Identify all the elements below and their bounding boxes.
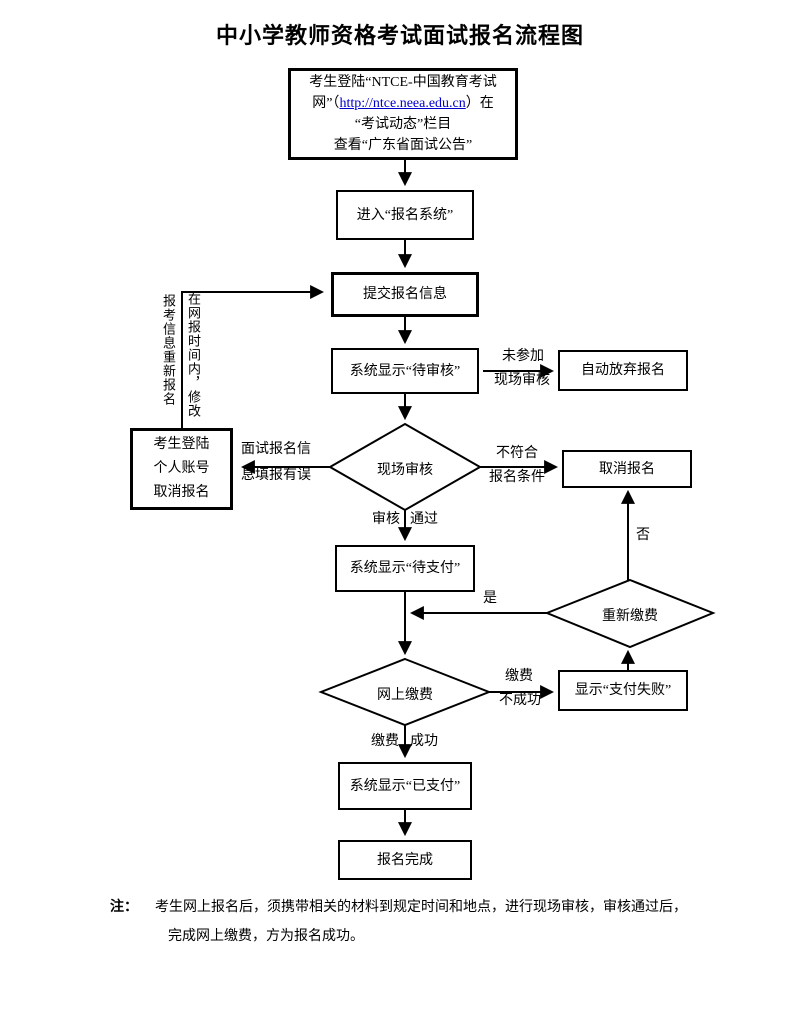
edge-label-info-error-2: 息填报有误: [241, 468, 311, 483]
ntce-link[interactable]: http://ntce.neea.edu.cn: [339, 96, 466, 111]
diamond-label-repay: 重新缴费: [602, 609, 658, 624]
edge-label-pay-ok-2: 成功: [410, 734, 438, 749]
notice-line2-pre: 网”（: [312, 96, 340, 111]
edge-label-yes: 是: [483, 591, 497, 606]
edge-label-no: 否: [636, 528, 650, 543]
node-cancel-registration: 取消报名: [562, 450, 692, 488]
node-complete: 报名完成: [338, 840, 472, 880]
onsite-review-diamond: [327, 422, 483, 512]
edge-label-not-attend-1: 未参加: [502, 349, 544, 364]
edge-label-pay-ok-1: 缴费: [371, 734, 399, 749]
notice-line2-post: ）在: [465, 96, 494, 111]
edge-label-info-error-1: 面试报名信: [241, 442, 311, 457]
node-submit-info: 提交报名信息: [331, 272, 479, 317]
node-pending-payment: 系统显示“待支付”: [335, 545, 475, 592]
edge-label-review-passed-1: 审核: [372, 512, 400, 527]
notice-line1: 考生登陆“NTCE-中国教育考试: [309, 75, 497, 90]
page-title: 中小学教师资格考试面试报名流程图: [215, 23, 584, 48]
notice-line3: “考试动态”栏目: [354, 117, 452, 132]
edge-label-not-attend-2: 现场审核: [494, 373, 550, 388]
notice-line4: 查看“广东省面试公告”: [333, 138, 473, 153]
notice-line2: 网”（http://ntce.neea.edu.cn）在: [312, 93, 494, 114]
cancel-account-line1: 考生登陆: [153, 437, 210, 452]
diamond-label-online-payment: 网上缴费: [377, 688, 433, 703]
diamond-label-onsite-review: 现场审核: [377, 463, 433, 478]
edge-label-pay-fail-2: 不成功: [499, 693, 541, 708]
node-enter-system: 进入“报名系统”: [336, 190, 474, 240]
cancel-account-line3: 取消报名: [153, 485, 210, 500]
node-paid: 系统显示“已支付”: [338, 762, 472, 810]
edge-label-not-qualified-2: 报名条件: [489, 470, 545, 485]
repay-diamond: [544, 578, 716, 649]
node-notice-box: 考生登陆“NTCE-中国教育考试 网”（http://ntce.neea.edu…: [288, 68, 518, 160]
cancel-account-line2: 个人账号: [153, 461, 210, 476]
note-line1: 考生网上报名后，须携带相关的材料到规定时间和地点，进行现场审核，审核通过后，: [155, 900, 687, 915]
edge-label-reregister-right-column: 在网报时间内，修改: [186, 292, 201, 418]
edge-label-not-qualified-1: 不符合: [496, 446, 538, 461]
edge-label-review-passed-2: 通过: [410, 512, 438, 527]
node-pending-review: 系统显示“待审核”: [331, 348, 479, 394]
edge-label-pay-fail-1: 缴费: [505, 669, 533, 684]
node-auto-abandon: 自动放弃报名: [558, 350, 688, 391]
node-payment-failed: 显示“支付失败”: [558, 670, 688, 711]
note-label: 注：: [110, 900, 138, 915]
note-line2: 完成网上缴费，方为报名成功。: [168, 929, 364, 944]
online-payment-diamond: [318, 657, 492, 727]
node-cancel-via-account: 考生登陆 个人账号 取消报名: [130, 428, 233, 510]
edge-label-reregister-left-column: 报考信息重新报名: [161, 294, 176, 406]
